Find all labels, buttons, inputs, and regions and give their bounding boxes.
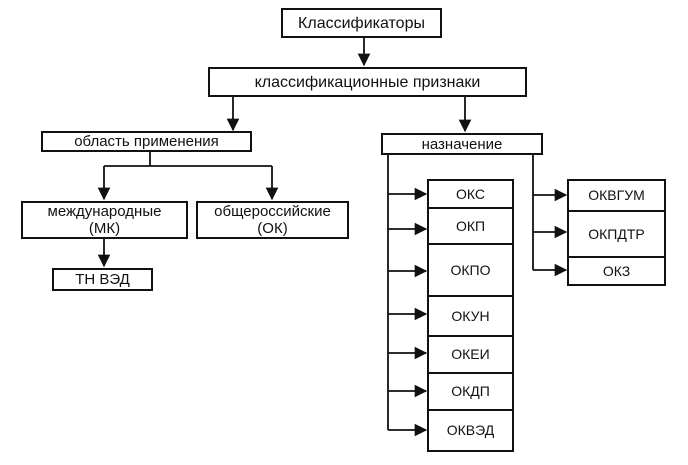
- international-classifiers-box: международные (МК): [21, 201, 188, 239]
- classifier-okdp-box: ОКДП: [427, 372, 514, 411]
- classifier-okp-box: ОКП: [427, 207, 514, 245]
- classifier-okved-box: ОКВЭД: [427, 409, 514, 452]
- purpose-box: назначение: [381, 133, 543, 155]
- classifier-okpo-box: ОКПО: [427, 243, 514, 297]
- classifier-okei-box: ОКЕИ: [427, 335, 514, 374]
- classification-features-box: классификационные признаки: [208, 67, 527, 97]
- tn-ved-box: ТН ВЭД: [52, 268, 153, 291]
- classifier-okz-box: ОКЗ: [567, 256, 666, 286]
- classifier-okvgum-box: ОКВГУМ: [567, 179, 666, 212]
- classifier-oks-box: ОКС: [427, 179, 514, 209]
- classifier-okpdtr-box: ОКПДТР: [567, 210, 666, 258]
- classifiers-root-box: Классификаторы: [281, 8, 442, 38]
- classifier-okun-box: ОКУН: [427, 295, 514, 337]
- russian-classifiers-box: общероссийские (ОК): [196, 201, 349, 239]
- scope-of-application-box: область применения: [41, 131, 252, 152]
